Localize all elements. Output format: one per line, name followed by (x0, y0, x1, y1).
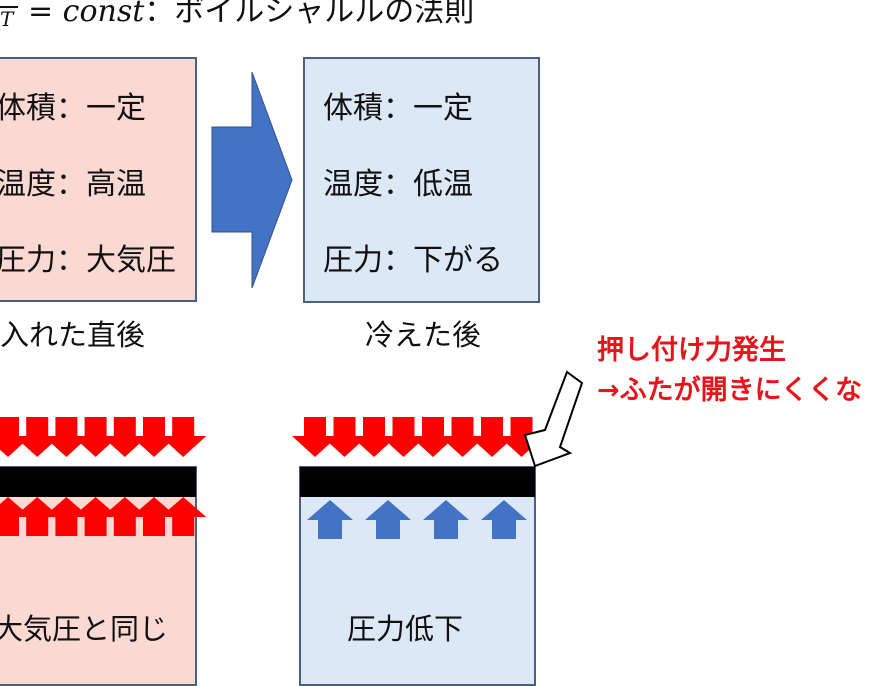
force-note: 押し付け力発生 (597, 335, 786, 366)
atmospheric-pressure-arrow-icon (101, 417, 148, 457)
atmospheric-pressure-arrow-icon (498, 417, 545, 457)
atmospheric-pressure-arrow-icon (160, 417, 207, 457)
transition-arrow-icon (211, 71, 293, 289)
internal-pressure-arrow-icon (307, 500, 353, 539)
before-bottom-label: 大気圧と同じ (0, 612, 169, 646)
internal-pressure-arrow-icon (365, 500, 411, 539)
internal-pressure-arrow-icon (72, 497, 119, 536)
internal-pressure-arrow-icon (423, 500, 469, 539)
internal-pressure-arrow-icon (481, 500, 527, 539)
atmospheric-pressure-arrow-icon (380, 417, 427, 457)
atmospheric-pressure-arrow-icon (351, 417, 397, 457)
after-pressure: 圧力：下がる (323, 243, 503, 278)
before-volume: 体積：一定 (0, 91, 146, 126)
atmospheric-pressure-arrow-icon (439, 417, 486, 457)
callout-arrow-icon (523, 370, 584, 468)
atmospheric-pressure-arrow-icon (321, 417, 368, 457)
atmospheric-pressure-arrow-icon (43, 417, 90, 457)
fraction-bar (0, 6, 18, 8)
after-state-box: 体積：一定 温度：低温 圧力：下がる (303, 57, 540, 303)
after-bottom-label: 圧力低下 (347, 612, 464, 646)
atmospheric-pressure-arrow-icon (410, 417, 456, 457)
lid-note: →ふたが開きにくくな (597, 375, 863, 406)
before-caption: 入れた直後 (0, 318, 146, 352)
before-lid (0, 467, 196, 497)
after-container (299, 466, 536, 686)
atmospheric-pressure-arrow-icon (131, 417, 177, 457)
fraction-denominator: T (0, 7, 14, 31)
atmospheric-pressure-arrow-icon (292, 417, 338, 457)
internal-pressure-arrow-icon (101, 497, 148, 536)
formula-const: = const (28, 0, 145, 29)
after-temperature: 温度：低温 (323, 167, 473, 202)
before-temperature: 温度：高温 (0, 167, 146, 202)
atmospheric-pressure-arrow-icon (72, 417, 119, 457)
internal-pressure-arrow-icon (43, 497, 90, 536)
internal-pressure-arrow-icon (160, 497, 207, 536)
internal-pressure-arrow-icon (14, 497, 61, 536)
after-volume: 体積：一定 (323, 91, 473, 126)
fraction: T (0, 0, 18, 34)
internal-pressure-arrow-icon (131, 497, 177, 536)
before-pressure: 圧力：大気圧 (0, 243, 176, 278)
after-caption: 冷えた後 (365, 318, 482, 352)
atmospheric-pressure-arrow-icon (469, 417, 515, 457)
title-text: ：ボイルシャルルの法則 (144, 0, 475, 29)
atmospheric-pressure-arrow-icon (14, 417, 61, 457)
before-state-box: 体積：一定 温度：高温 圧力：大気圧 (0, 57, 197, 302)
after-lid (300, 467, 535, 497)
page-title: = const：ボイルシャルルの法則 (28, 0, 474, 30)
